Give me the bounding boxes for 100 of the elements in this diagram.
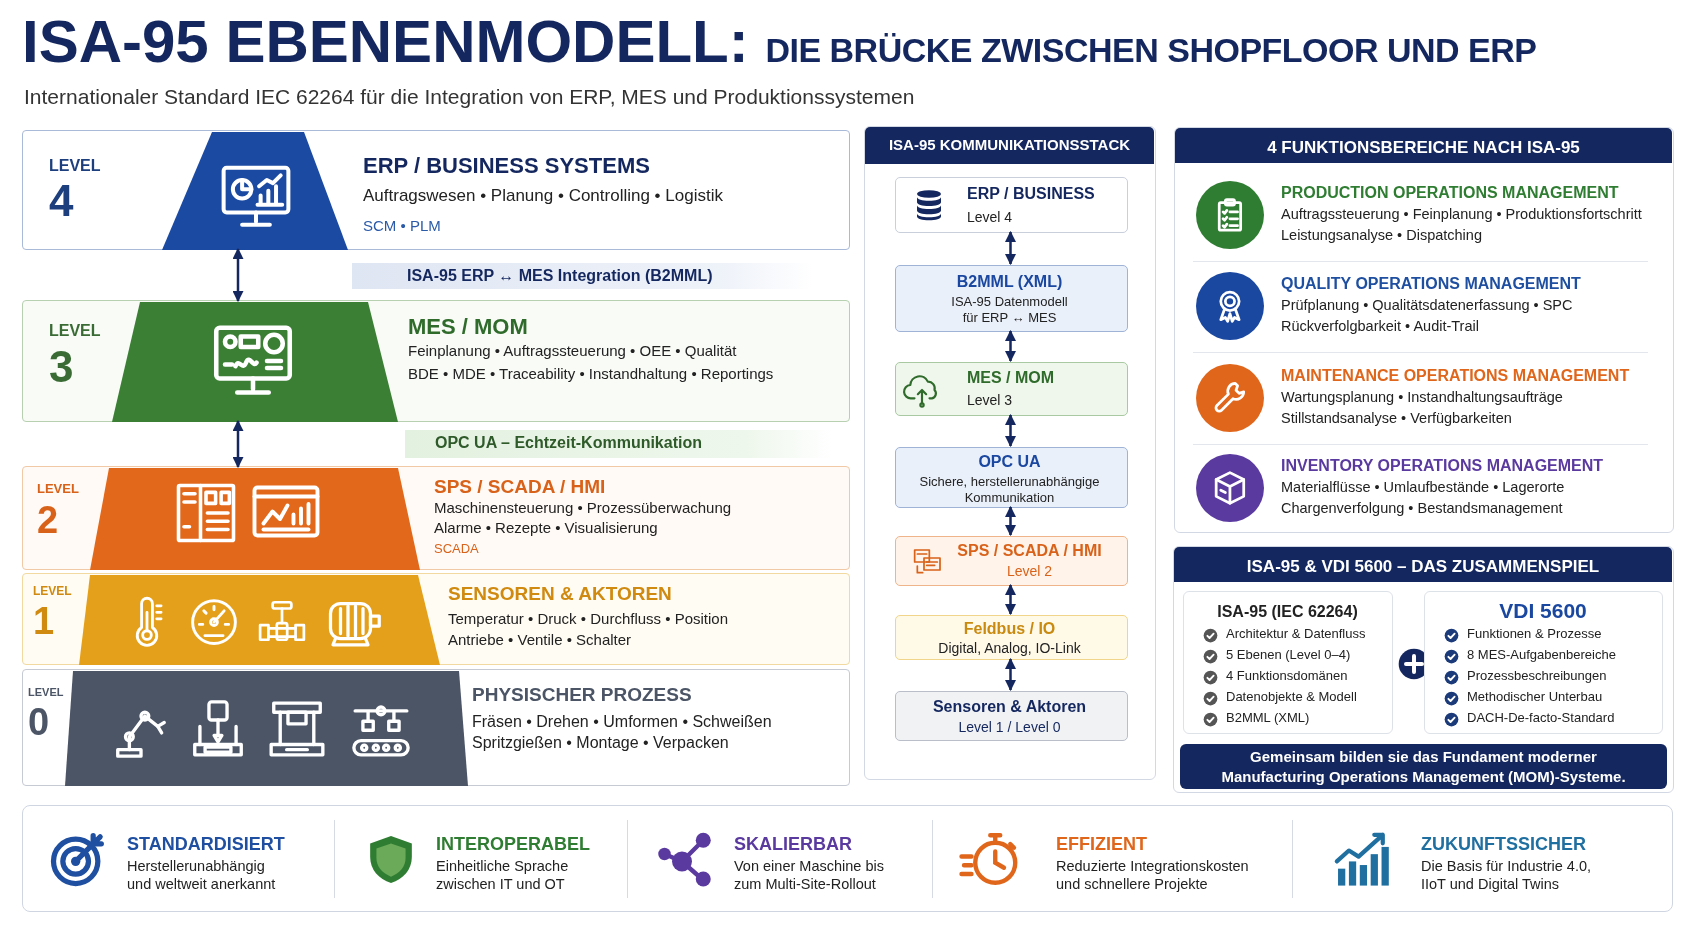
level-label: LEVEL: [49, 321, 101, 341]
double-arrow: [1005, 505, 1016, 537]
level-number: 2: [37, 500, 59, 542]
checklist-item: Datenobjekte & Modell: [1226, 689, 1357, 706]
band-text: OPC UA – Echtzeit-Kommunikation: [435, 433, 702, 453]
task-list: Auftragswesen • Planung • Controlling • Logistik: [363, 185, 723, 207]
standard-heading: ISA-95 (IEC 62264): [1216, 602, 1359, 622]
standard-card: [1424, 591, 1663, 734]
level-label: LEVEL: [28, 686, 64, 700]
system-list: SCM • PLM: [363, 217, 441, 236]
benefit-strip: [22, 805, 1673, 912]
task-list: Temperatur • Druck • Durchfluss • Position: [448, 610, 728, 629]
task-list: BDE • MDE • Traceability • Instandhaltung • Reportings: [408, 365, 774, 384]
stack-detail: Level 3: [967, 392, 1014, 410]
checklist-item: DACH-De-facto-Standard: [1467, 710, 1615, 727]
layer-heading: ERP / BUSINESS SYSTEMS: [363, 152, 650, 180]
checklist-item: B2MML (XML): [1226, 710, 1310, 727]
task-list: Spritzgießen • Montage • Verpacken: [472, 733, 729, 753]
checklist-item: Architektur & Datenfluss: [1226, 626, 1366, 643]
stack-box: [895, 447, 1128, 508]
double-arrow: [232, 247, 244, 303]
layer-heading: SPS / SCADA / HMI: [434, 475, 606, 499]
stack-box: [895, 177, 1128, 233]
pyramid-layer: [162, 132, 348, 250]
level-card: [22, 573, 850, 665]
pyramid-layer: [112, 302, 398, 422]
subtitle: Internationaler Standard IEC 62264 für die Integration von ERP, MES und Produktionssystemen: [24, 84, 915, 110]
stack-detail: ISA-95 Datenmodell für ERP ↔ MES: [950, 294, 1069, 327]
title: ISA-95 EBENENMODELL: DIE BRÜCKE ZWISCHEN SHOPFLOOR UND ERP: [22, 12, 1537, 72]
stack-heading: OPC UA: [977, 452, 1042, 472]
checklist-item: Prozessbeschreibungen: [1467, 668, 1607, 685]
stack-detail: Level 2: [1005, 563, 1054, 581]
benefit-text: Die Basis für Industrie 4.0, IIoT und Digital Twins: [1421, 857, 1593, 894]
band-text: ISA-95 ERP ↔ MES Integration (B2MML): [407, 266, 713, 286]
double-arrow: [1005, 583, 1016, 616]
stack-heading: Sensoren & Aktoren: [931, 697, 1088, 717]
double-arrow: [1005, 657, 1016, 692]
benefit-text: Einheitliche Sprache zwischen IT und OT: [436, 857, 570, 894]
checklist-item: Methodischer Unterbau: [1467, 689, 1603, 706]
function-tasks: Leistungsanalyse • Dispatching: [1281, 226, 1482, 245]
level-label: LEVEL: [33, 584, 72, 599]
benefit-text: Herstellerunabhängig und weltweit anerkannt: [127, 857, 277, 894]
level-card: [22, 669, 850, 786]
function-tasks: Chargenverfolgung • Bestandsmanagement: [1281, 499, 1563, 518]
function-tasks: Materialflüsse • Umlaufbestände • Lagerorte: [1281, 478, 1565, 497]
layer-heading: SENSOREN & AKTOREN: [448, 582, 672, 606]
stack-box: [895, 691, 1128, 741]
benefit-text: Von einer Maschine bis zum Multi-Site-Rollout: [734, 857, 885, 894]
level-number: 0: [28, 702, 50, 744]
stack-box: [895, 536, 1128, 586]
stack-heading: ERP / BUSINESS: [967, 184, 1096, 204]
task-list: Antriebe • Ventile • Schalter: [448, 631, 632, 650]
benefit-heading: EFFIZIENT: [1056, 833, 1147, 856]
double-arrow: [1005, 230, 1016, 266]
double-arrow: [232, 419, 244, 469]
layer-heading: PHYSISCHER PROZESS: [472, 683, 692, 707]
checklist-item: 8 MES-Aufgabenbereiche: [1467, 647, 1616, 664]
benefit-heading: ZUKUNFTSSICHER: [1421, 833, 1586, 856]
layer-heading: MES / MOM: [408, 313, 528, 341]
task-list: Feinplanung • Auftragssteuerung • OEE • Qualität: [408, 342, 737, 361]
pyramid-layer: [79, 575, 440, 665]
benefit-heading: SKALIERBAR: [734, 833, 852, 856]
panel-header: ISA-95 KOMMUNIKATIONSSTACK: [865, 127, 1154, 164]
function-tasks: Rückverfolgbarkeit • Audit-Trail: [1281, 317, 1479, 336]
stack-heading: MES / MOM: [967, 368, 1056, 388]
level-number: 4: [49, 177, 74, 226]
function-tasks: Prüfplanung • Qualitätsdatenerfassung • SPC: [1281, 296, 1573, 315]
comparison-panel: [1173, 546, 1674, 793]
task-list: Alarme • Rezepte • Visualisierung: [434, 519, 658, 538]
level-card: [22, 466, 850, 570]
panel-header: 4 FUNKTIONSBEREICHE NACH ISA-95: [1175, 128, 1672, 163]
level-number: 1: [33, 601, 55, 643]
standard-heading: VDI 5600: [1498, 598, 1588, 624]
function-heading: MAINTENANCE OPERATIONS MANAGEMENT: [1281, 366, 1630, 386]
stack-detail: Level 1 / Level 0: [957, 719, 1062, 737]
function-tasks: Auftragssteuerung • Feinplanung • Produktionsfortschritt: [1281, 205, 1642, 224]
function-panel: [1174, 127, 1674, 533]
level-number: 3: [49, 343, 74, 392]
stack-box: [895, 615, 1128, 660]
pyramid-layer: [90, 468, 420, 570]
function-tasks: Wartungsplanung • Instandhaltungsaufträge: [1281, 388, 1563, 407]
function-tasks: Stillstandsanalyse • Verfügbarkeiten: [1281, 409, 1512, 428]
function-heading: PRODUCTION OPERATIONS MANAGEMENT: [1281, 183, 1619, 203]
function-heading: QUALITY OPERATIONS MANAGEMENT: [1281, 274, 1581, 294]
checklist-item: Funktionen & Prozesse: [1467, 626, 1602, 643]
panel-header: ISA-95 & VDI 5600 – DAS ZUSAMMENSPIEL: [1174, 547, 1672, 582]
stack-box: [895, 362, 1128, 416]
level-card: [22, 130, 850, 250]
double-arrow: [1005, 413, 1016, 448]
level-label: LEVEL: [37, 481, 79, 498]
stack-heading: Feldbus / IO: [962, 619, 1057, 639]
stack-detail: Sichere, herstellerunabhängige Kommunikation: [918, 474, 1101, 507]
task-list: Maschinensteuerung • Prozessüberwachung: [434, 499, 732, 518]
pyramid-layer: [65, 671, 468, 786]
task-list: Fräsen • Drehen • Umformen • Schweißen: [472, 712, 772, 732]
stack-heading: B2MML (XML): [955, 272, 1064, 292]
standard-card: [1183, 591, 1393, 734]
checklist-item: 4 Funktionsdomänen: [1226, 668, 1348, 685]
double-arrow: [1005, 329, 1016, 363]
checklist-item: 5 Ebenen (Level 0–4): [1226, 647, 1351, 664]
